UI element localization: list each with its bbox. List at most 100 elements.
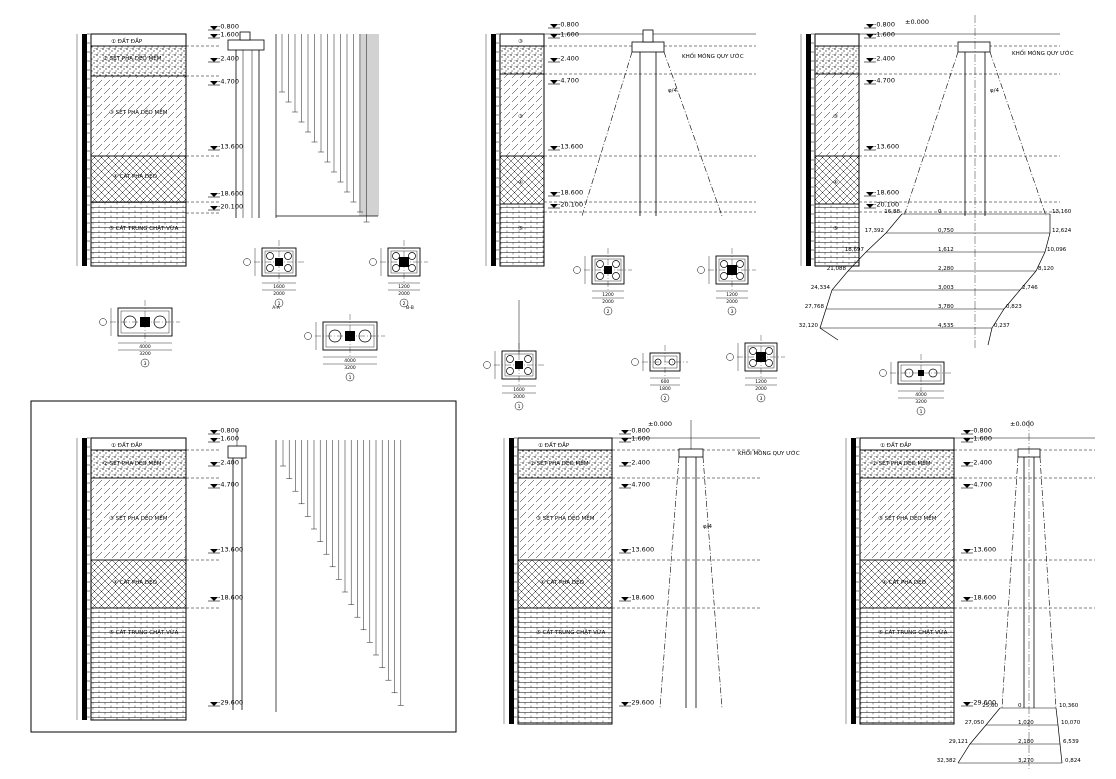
conventional-block-label: KHỐI MÓNG QUY ƯỚC [1012, 49, 1074, 57]
pile-cap [227, 39, 265, 51]
section-callout [660, 393, 670, 403]
elevation-triangle [210, 206, 218, 210]
zero-elevation: ±0.000 [648, 420, 672, 428]
stress-value-left: 27,768 [805, 304, 825, 310]
borehole-outline [814, 33, 860, 267]
elevation-label: -18.600 [218, 594, 243, 602]
soil-layer-5 [499, 203, 545, 267]
soil-layer-label: ③ [518, 114, 523, 120]
dimension-text: 2000 [755, 386, 767, 392]
elevation-label: -2.400 [971, 459, 992, 467]
pile-circle [153, 315, 167, 329]
axis-bubble [879, 369, 887, 377]
soil-layer-label: ⑤ [518, 226, 523, 232]
section-number: 3 [760, 396, 763, 402]
column-section [756, 352, 766, 362]
elevation-triangle [210, 484, 218, 488]
soil-layer-5 [90, 201, 187, 267]
pile-circle [524, 355, 532, 363]
stress-value-mid: 1,020 [1018, 720, 1034, 726]
dimension-text: 2000 [273, 291, 285, 297]
soil-layer-2 [499, 45, 545, 75]
stress-value-right: 8,120 [1038, 266, 1054, 272]
dimension-text: 2000 [398, 291, 410, 297]
elevation-label: -0.800 [971, 427, 992, 435]
stress-value-mid: 0,750 [938, 228, 954, 234]
soil-layer-label: ② SÉT PHA DẺO MỀM [103, 54, 162, 62]
borehole-outline [90, 437, 187, 721]
friction-angle-line [702, 456, 723, 709]
elevation-label: -29.600 [971, 699, 996, 707]
pile-cap [631, 41, 665, 53]
elevation-triangle [550, 34, 558, 38]
dimension-text: 4000 [344, 358, 356, 364]
elevation-triangle [621, 702, 629, 706]
column-section [345, 331, 355, 341]
section-number: 1 [349, 375, 352, 381]
soil-layer-label: ③ SÉT PHA DẺO MỀM [109, 108, 168, 116]
elevation-triangle [210, 146, 218, 150]
friction-angle-line [663, 51, 723, 217]
pile-circle [524, 367, 532, 375]
soil-layer-5 [859, 607, 955, 725]
soil-layer-label: ② SÉT PHA DẺO MỀM [530, 459, 589, 467]
elevation-label: -1.600 [218, 31, 239, 39]
elevation-triangle [963, 549, 971, 553]
elevation-triangle [210, 702, 218, 706]
friction-angle-line [659, 456, 680, 709]
soil-layer-4 [90, 559, 187, 609]
column-section [515, 361, 523, 369]
dimension-text: 4000 [139, 344, 151, 350]
elevation-label: -13.600 [629, 546, 654, 554]
elevation-triangle [866, 58, 874, 62]
pile-circle [720, 272, 728, 280]
elevation-triangle [866, 204, 874, 208]
pile-circle [506, 355, 514, 363]
dimension-text: 2000 [726, 299, 738, 305]
elevation-triangle [210, 81, 218, 85]
elevation-triangle [210, 26, 218, 30]
dimension-text: 1200 [398, 284, 410, 290]
elevation-label: -1.600 [218, 435, 239, 443]
column-stub [642, 29, 654, 43]
axis-bubble [573, 266, 581, 274]
elevation-label: -20.100 [558, 201, 583, 209]
soil-layer-2 [517, 449, 613, 479]
elevation-triangle [210, 462, 218, 466]
stress-value-right: 10,070 [1061, 720, 1081, 726]
depth-scale-bar [509, 438, 514, 724]
soil-layer-3 [517, 477, 613, 561]
dimension-text: 1200 [755, 379, 767, 385]
elevation-label: -1.600 [971, 435, 992, 443]
soil-layer-2 [859, 449, 955, 479]
pile-circle [392, 252, 400, 260]
elevation-triangle [550, 80, 558, 84]
section-number: 3 [731, 309, 734, 315]
soil-layer-label: ④ [833, 180, 838, 186]
elevation-label: -2.400 [218, 55, 239, 63]
stress-value-right: 12,624 [1052, 228, 1072, 234]
soil-layer-label: ② SÉT PHA DẺO MỀM [872, 459, 931, 467]
column-stub [239, 31, 251, 41]
column-section [727, 265, 737, 275]
depth-scale-bar [491, 34, 496, 266]
section-callout [274, 298, 284, 308]
elevation-triangle [963, 702, 971, 706]
axis-bubble [726, 353, 734, 361]
pile-circle [408, 252, 416, 260]
dimension-text: 2000 [602, 299, 614, 305]
soil-layer-label: ③ [518, 39, 523, 45]
pile-circle [904, 368, 914, 378]
soil-layer-label: ④ CÁT PHA DẺO [113, 578, 158, 586]
stress-value-mid: 0 [938, 209, 942, 215]
pile-circle [284, 264, 292, 272]
soil-layer-2 [814, 45, 860, 75]
column-section [140, 317, 150, 327]
